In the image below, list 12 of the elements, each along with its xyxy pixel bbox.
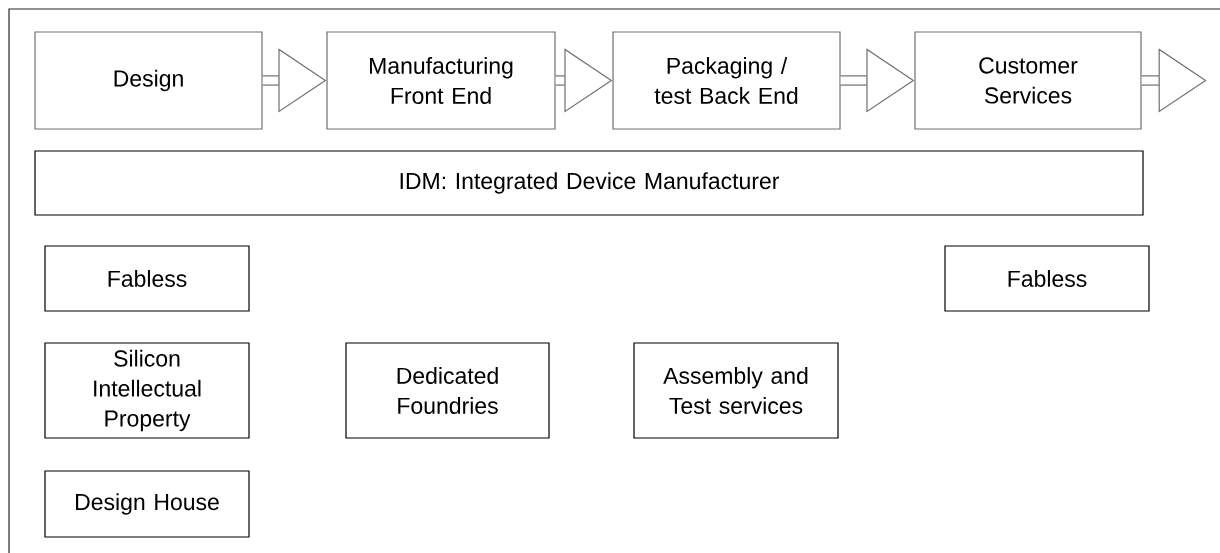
process-box: Customer Services — [914, 31, 1142, 130]
process-box: Design — [34, 31, 263, 130]
process-box: Fabless — [44, 245, 250, 312]
process-box: Design House — [44, 470, 250, 538]
process-box: Manufacturing Front End — [326, 31, 556, 130]
process-box: Fabless — [944, 245, 1150, 312]
process-box: Silicon Intellectual Property — [44, 342, 250, 439]
process-box: Dedicated Foundries — [345, 342, 550, 439]
block-arrow — [1141, 48, 1207, 113]
process-box: Packaging / test Back End — [612, 31, 841, 130]
process-box: Assembly and Test services — [633, 342, 839, 439]
process-box: IDM: Integrated Device Manufacturer — [34, 150, 1144, 216]
